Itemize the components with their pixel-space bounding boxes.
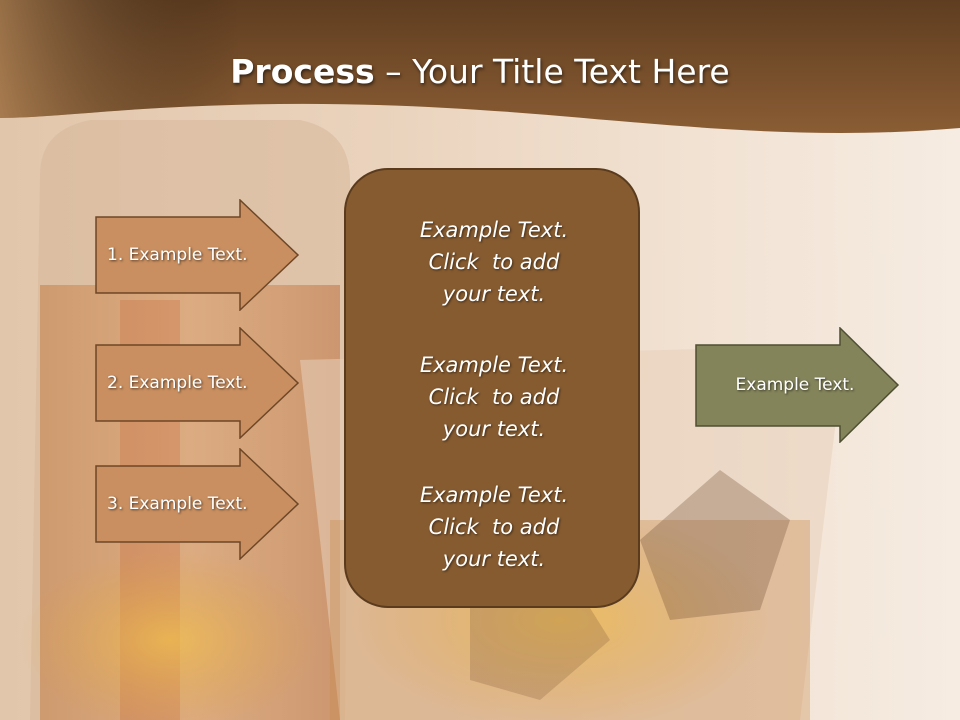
arrow-shape-icon [95, 199, 300, 311]
paragraph-line: Click to add [428, 385, 560, 409]
paragraph-line: Click to add [428, 250, 560, 274]
text-paragraph-1: Example Text. Click to add your text. [346, 214, 642, 310]
arrow-shape-icon [695, 327, 900, 443]
title-bold: Process [230, 52, 375, 91]
paragraph-line: Example Text. [419, 483, 569, 507]
output-label: Example Text. [735, 375, 855, 395]
paragraph-line: your text. [442, 282, 546, 306]
paragraph-line: your text. [442, 417, 546, 441]
slide-title: Process – Your Title Text Here [0, 52, 960, 91]
title-rest: – Your Title Text Here [374, 52, 730, 91]
paragraph-line: Click to add [428, 515, 560, 539]
arrow-shape-icon [95, 327, 300, 439]
step-arrow-3: 3. Example Text. [95, 448, 300, 560]
text-paragraph-3: Example Text. Click to add your text. [346, 479, 642, 575]
step-label: 1. Example Text. [107, 245, 248, 265]
step-label: 2. Example Text. [107, 373, 248, 393]
center-text-box[interactable]: Example Text. Click to add your text. Ex… [344, 168, 640, 608]
paragraph-line: Example Text. [419, 218, 569, 242]
paragraph-line: Example Text. [419, 353, 569, 377]
step-label: 3. Example Text. [107, 494, 248, 514]
output-arrow: Example Text. [695, 327, 900, 443]
paragraph-line: your text. [442, 547, 546, 571]
step-arrow-2: 2. Example Text. [95, 327, 300, 439]
step-arrow-1: 1. Example Text. [95, 199, 300, 311]
text-paragraph-2: Example Text. Click to add your text. [346, 349, 642, 445]
arrow-shape-icon [95, 448, 300, 560]
